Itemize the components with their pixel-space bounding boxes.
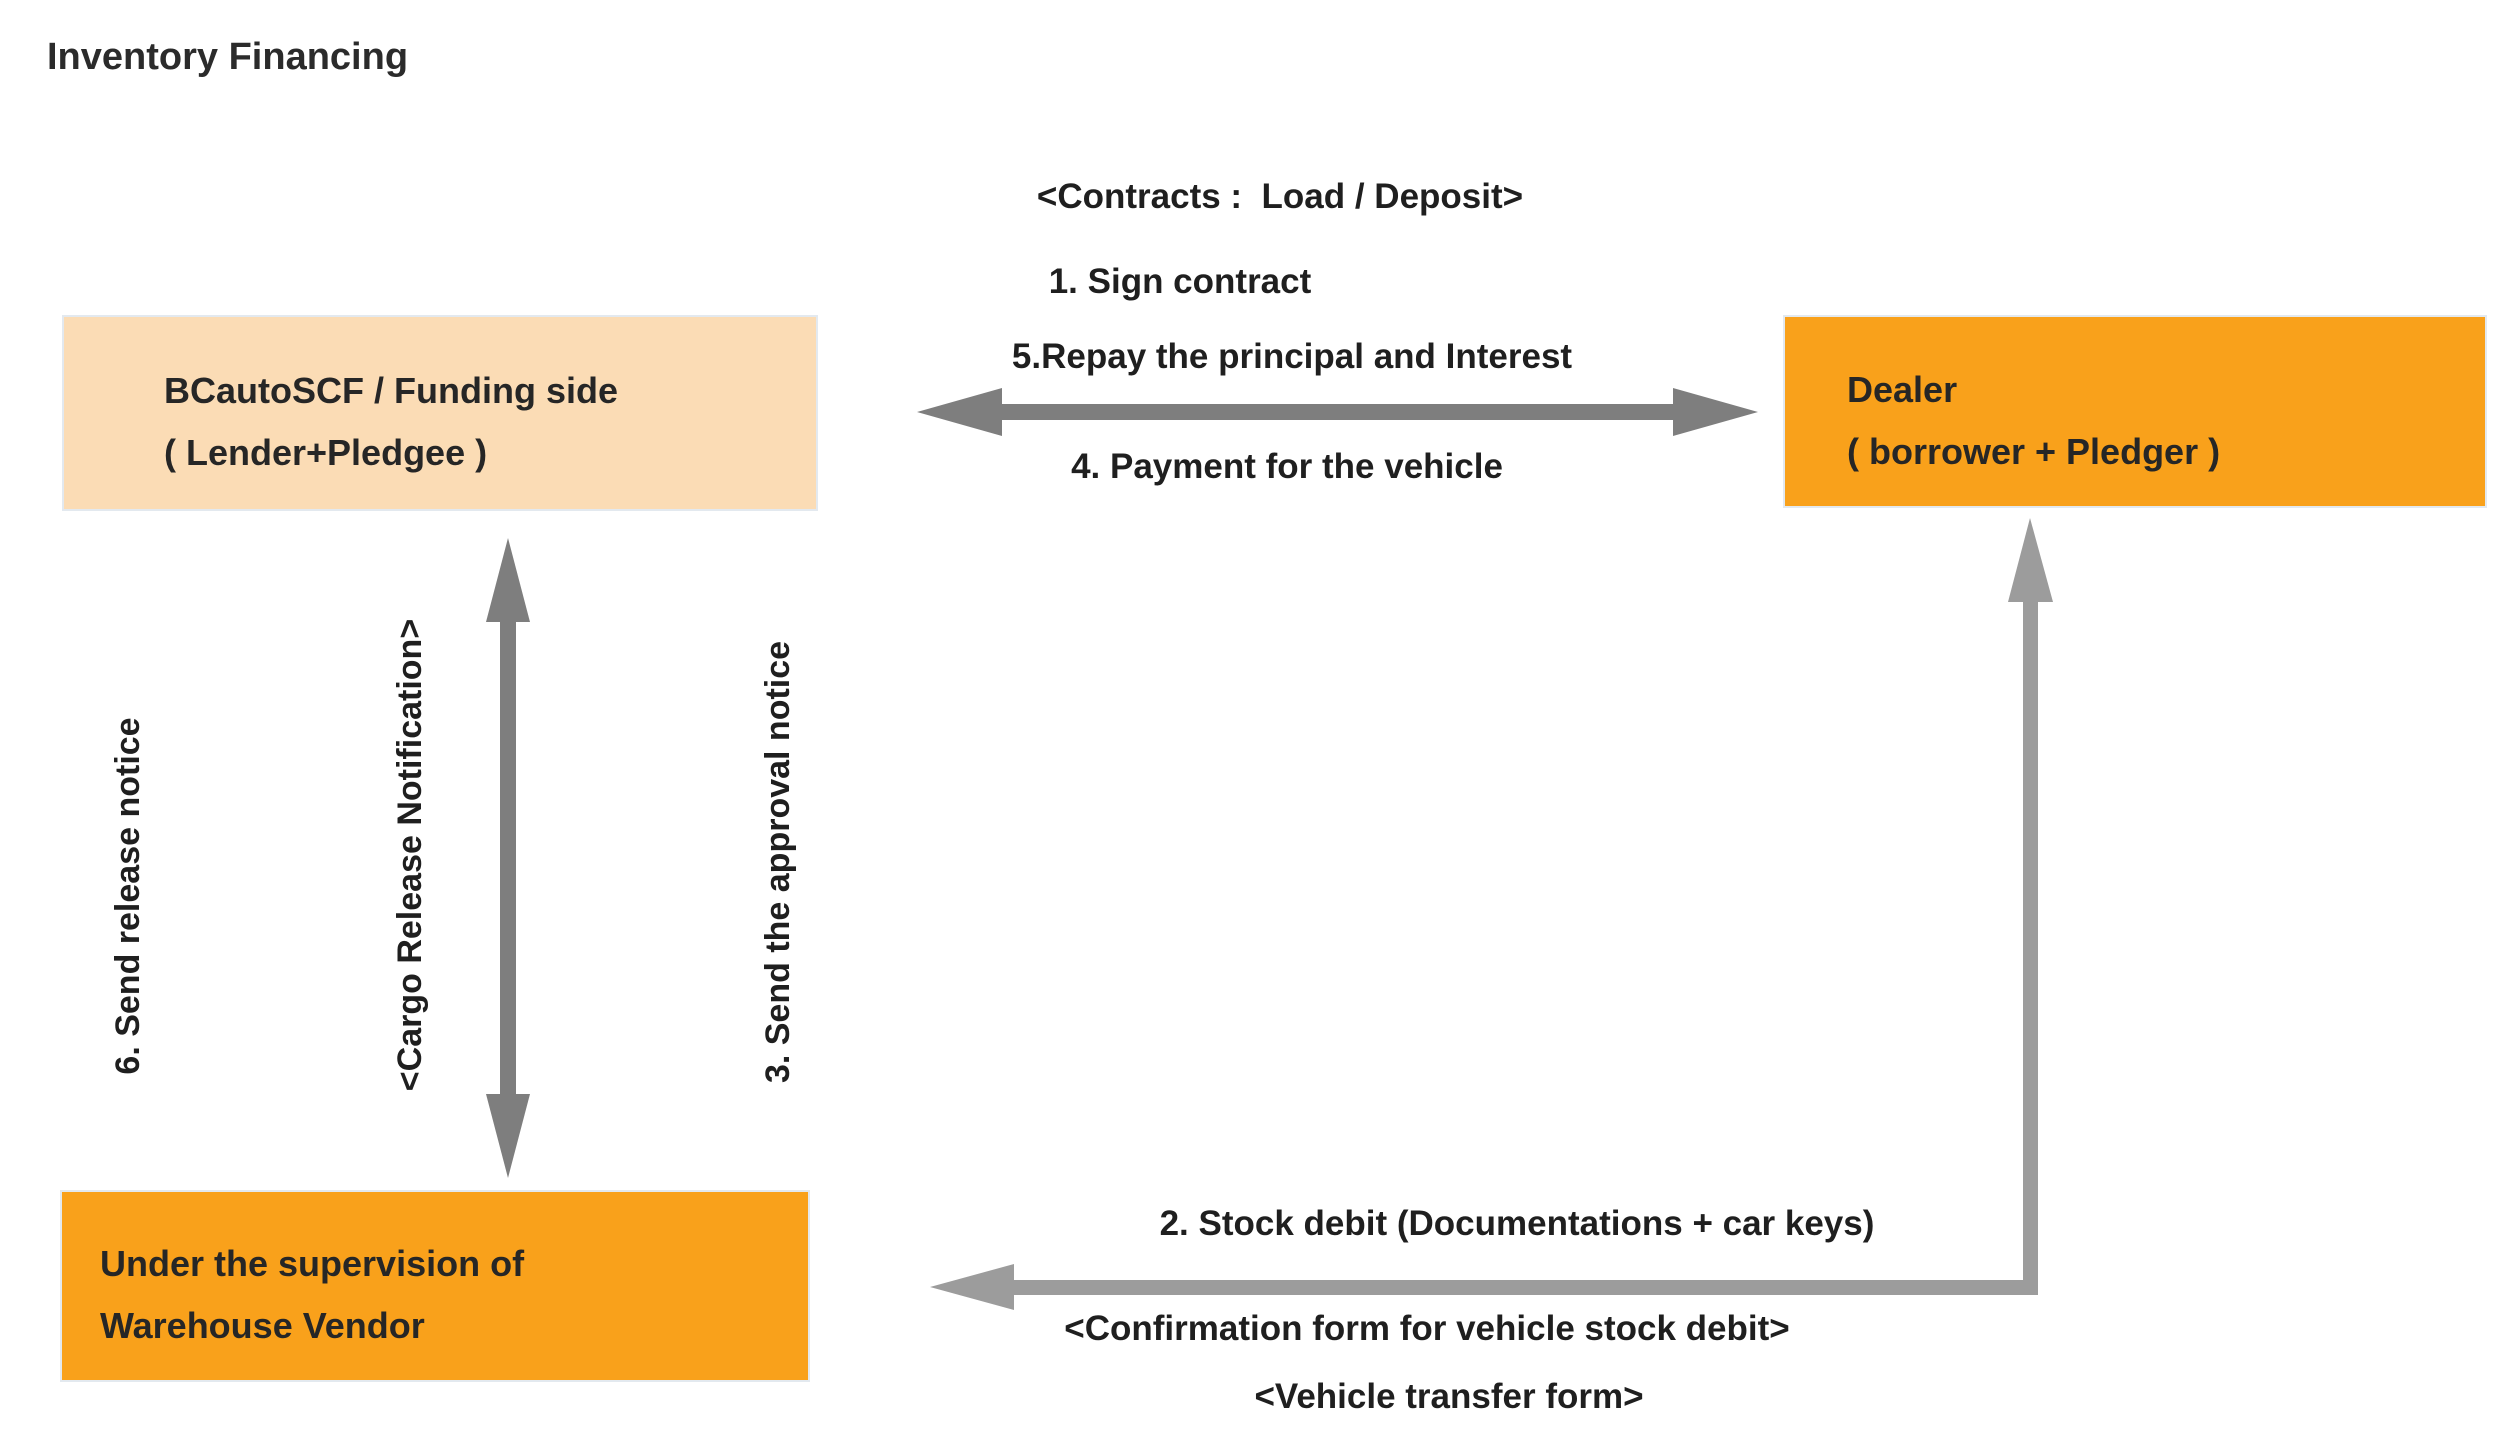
contracts-header-label: <Contracts : Load / Deposit> — [1036, 177, 1524, 216]
confirmation-form-label: <Confirmation form for vehicle stock deb… — [1064, 1309, 1790, 1348]
send-release-notice-label: 6. Send release notice — [109, 717, 147, 1075]
warehouse-box-line1: Under the supervision of — [100, 1243, 525, 1284]
vehicle-transfer-form-label: <Vehicle transfer form> — [1254, 1377, 1644, 1416]
cargo-release-notification-label: <Cargo Release Notification> — [391, 618, 429, 1092]
warehouse-box-line2: Warehouse Vendor — [100, 1305, 425, 1346]
funding-box-line1: BCautoSCF / Funding side — [164, 370, 618, 411]
dealer-box: Dealer ( borrower + Pledger ) — [1783, 315, 2487, 508]
stock-flow-elbow-arrow — [930, 518, 2053, 1310]
funding-box: BCautoSCF / Funding side ( Lender+Pledge… — [62, 315, 818, 511]
release-flow-double-arrow — [486, 538, 530, 1178]
payment-vehicle-label: 4. Payment for the vehicle — [1071, 447, 1503, 486]
funding-box-line2: ( Lender+Pledgee ) — [164, 432, 488, 473]
dealer-box-line1: Dealer — [1847, 368, 1958, 410]
send-approval-notice-label: 3. Send the approval notice — [759, 640, 797, 1084]
repay-principal-label: 5.Repay the principal and Interest — [1011, 337, 1573, 376]
dealer-box-line2: ( borrower + Pledger ) — [1847, 430, 2221, 472]
stock-debit-label: 2. Stock debit (Documentations + car key… — [1159, 1204, 1875, 1243]
sign-contract-label: 1. Sign contract — [1048, 262, 1312, 301]
page-title: Inventory Financing — [47, 36, 409, 78]
contract-flow-double-arrow — [917, 388, 1758, 436]
warehouse-box: Under the supervision of Warehouse Vendo… — [60, 1190, 810, 1382]
